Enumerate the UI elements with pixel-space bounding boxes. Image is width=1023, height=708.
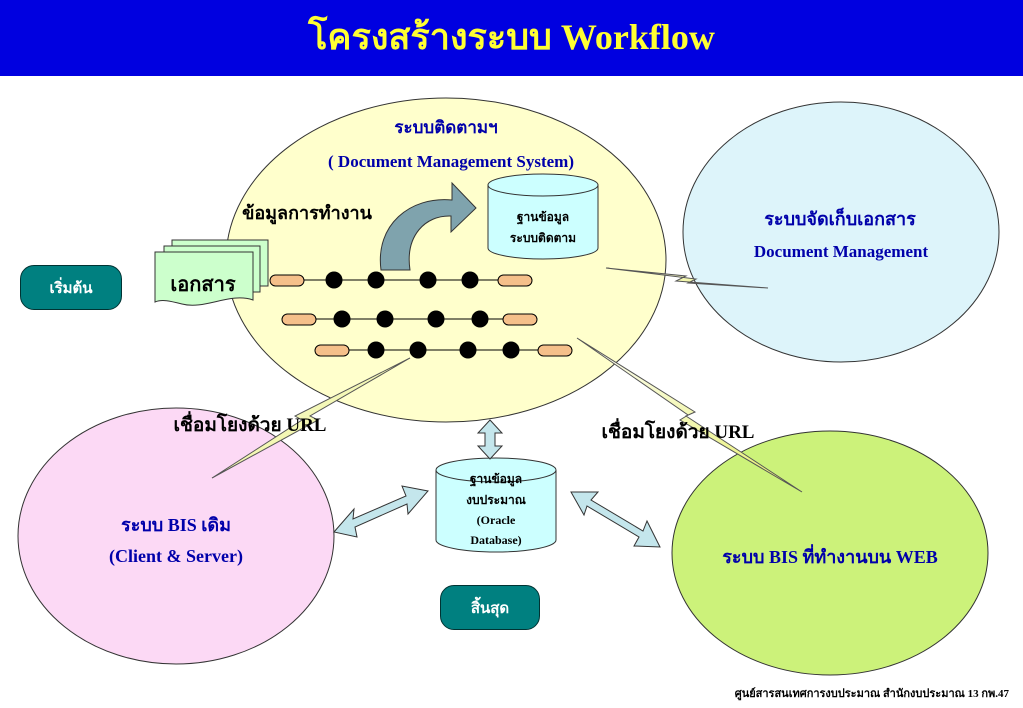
header-banner: โครงสร้างระบบ Workflow <box>0 0 1023 76</box>
budget-db-line2: งบประมาณ <box>466 493 526 507</box>
budget-db-line3: (Oracle <box>476 513 516 527</box>
lightning-bolt-bottom-right <box>576 337 803 493</box>
bis-old-subtitle: (Client & Server) <box>109 546 243 566</box>
end-label: สิ้นสุด <box>470 600 510 617</box>
work-data-label: ข้อมูลการทำงาน <box>242 203 372 223</box>
vertical-double-arrow <box>476 419 504 460</box>
bis-web-ellipse <box>671 430 989 676</box>
page-title: โครงสร้างระบบ Workflow <box>308 17 715 57</box>
document-label: เอกสาร <box>170 274 236 296</box>
end-node: สิ้นสุด <box>440 585 540 630</box>
bis-web-title: ระบบ BIS ที่ทำงานบน WEB <box>722 547 938 567</box>
budget-db-cylinder <box>435 457 557 553</box>
doc-store-title: ระบบจัดเก็บเอกสาร <box>764 209 916 229</box>
tracking-db-cylinder <box>487 173 599 260</box>
start-label: เริ่มต้น <box>49 280 93 297</box>
workflow-token-rows <box>269 271 573 359</box>
dms-ellipse <box>225 97 667 423</box>
footer-credit: ศูนย์สารสนเทศการงบประมาณ สำนักงบประมาณ 1… <box>734 688 1009 700</box>
dms-title: ระบบติดตามฯ <box>394 118 498 137</box>
url-link-left-label: เชื่อมโยงด้วย URL <box>173 415 327 436</box>
curved-arrow-icon <box>379 181 477 271</box>
budget-db-line4: Database) <box>470 533 522 547</box>
budget-db-line1: ฐานข้อมูล <box>469 472 523 486</box>
bis-old-title: ระบบ BIS เดิม <box>121 515 231 535</box>
start-node: เริ่มต้น <box>20 265 122 310</box>
tracking-db-line2: ระบบติดตาม <box>509 231 577 245</box>
tracking-db-line1: ฐานข้อมูล <box>516 210 570 224</box>
doc-store-subtitle: Document Management <box>753 242 929 261</box>
left-double-arrow <box>333 485 429 538</box>
right-double-arrow <box>570 491 661 548</box>
lightning-bolt-right <box>605 267 769 289</box>
doc-store-ellipse <box>682 101 1000 363</box>
lightning-bolt-left <box>211 357 411 479</box>
dms-subtitle: ( Document Management System) <box>328 152 574 171</box>
bis-old-ellipse <box>17 407 335 665</box>
url-link-right-label: เชื่อมโยงด้วย URL <box>601 422 755 443</box>
document-stack-icon <box>154 239 269 306</box>
